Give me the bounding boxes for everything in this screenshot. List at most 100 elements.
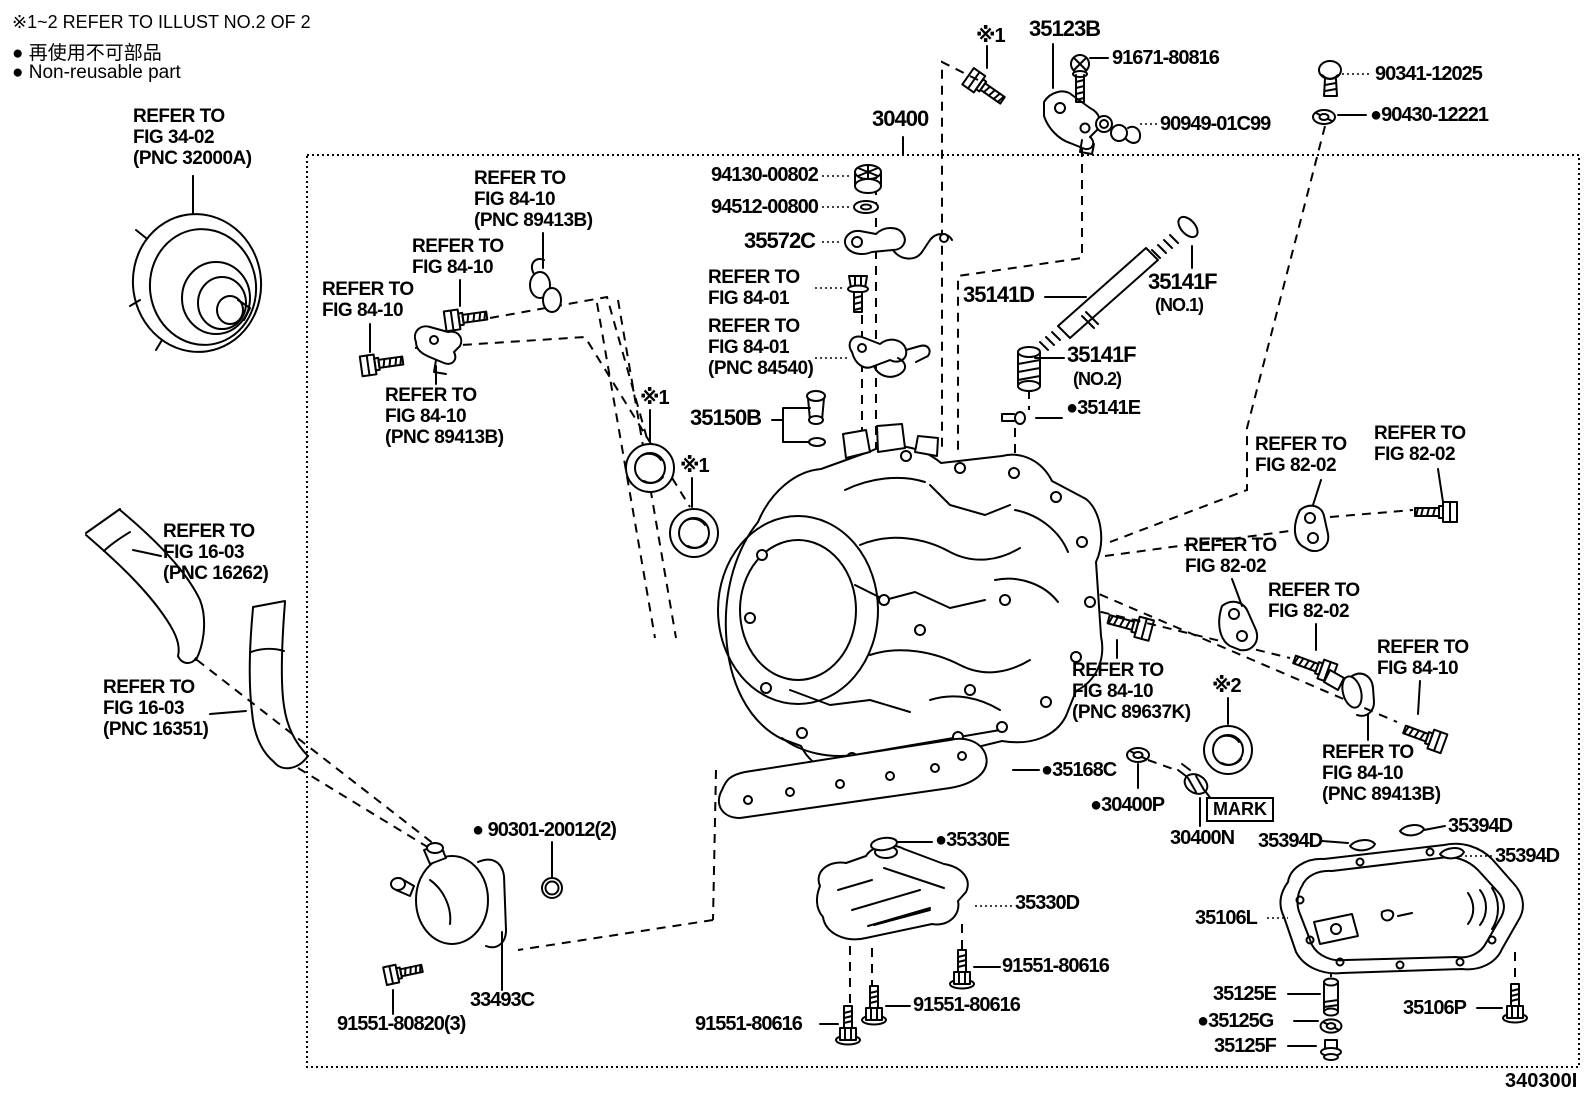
bolt-icon (358, 349, 406, 378)
oil-strainer-35330d (817, 839, 968, 939)
bolt-90341 (1319, 61, 1341, 96)
part-label-35572c: 35572C (744, 228, 816, 253)
part-label-90301200122: ● 90301-20012(2) (472, 819, 617, 841)
part-label-35394d: 35394D (1495, 845, 1560, 867)
part-label-no1: (NO.1) (1155, 295, 1204, 315)
part-label-35141f: 35141F (1067, 342, 1137, 367)
o-ring-90301 (542, 878, 562, 898)
part-label-35394d: 35394D (1448, 815, 1513, 837)
part-label-9094901c99: 90949-01C99 (1160, 113, 1271, 135)
oil-seal-icon (1203, 725, 1253, 775)
test-plug-30400p (1126, 747, 1211, 798)
washer-90430 (1312, 109, 1336, 125)
case-bolt-bosses (745, 451, 1095, 763)
part-label-35168c: ●35168C (1041, 759, 1117, 781)
bolt-icon (861, 985, 887, 1026)
bracket-35123b (1044, 91, 1100, 154)
bolt-icon (382, 958, 425, 986)
oil-seal-icon (669, 508, 719, 558)
part-label-no2: (NO.2) (1073, 369, 1122, 389)
dashed-leader-lines (197, 62, 1515, 1016)
transaxle-case (718, 424, 1102, 775)
part-label-1: ※1 (640, 387, 670, 409)
part-label-35106p: 35106P (1403, 997, 1467, 1019)
oil-pan-gasket (719, 739, 987, 818)
bracket-fig82 (1295, 506, 1328, 551)
part-label-33493c: 33493C (470, 989, 535, 1011)
bolt-icon (1414, 501, 1458, 523)
leader-lines (193, 44, 1502, 1046)
part-label-9167180816: 91671-80816 (1112, 47, 1220, 69)
part-label-35123b: 35123B (1029, 16, 1101, 41)
sensor-bracket (415, 326, 461, 374)
part-label-35141d: 35141D (963, 282, 1035, 307)
part-label-1: ※1 (680, 455, 710, 477)
part-label-35330e: ●35330E (935, 829, 1010, 851)
breather-plug-33493c (391, 843, 506, 947)
oil-pan-35106l (1281, 844, 1523, 974)
part-label-9451200800: 94512-00800 (711, 196, 819, 218)
catalog-code: 340300I (1505, 1070, 1578, 1092)
part-label-9413000802: 94130-00802 (711, 164, 819, 186)
illust-reference-note: ※1~2 REFER TO ILLUST NO.2 OF 2 (12, 12, 311, 32)
part-label-35125e: 35125E (1213, 983, 1277, 1005)
part-label-mark: MARK (1206, 797, 1274, 823)
part-label-30400p: ●30400P (1090, 794, 1165, 816)
part-label-9155180616: 91551-80616 (913, 994, 1021, 1016)
plug-35150b (772, 391, 825, 446)
part-label-35125f: 35125F (1214, 1035, 1277, 1057)
part-label-30400n: 30400N (1170, 827, 1235, 849)
bolt-icon (442, 304, 490, 333)
part-label-9155180616: 91551-80616 (1002, 955, 1110, 977)
part-label-35141f: 35141F (1148, 269, 1218, 294)
bolt-icon (949, 949, 975, 990)
lever-35572c (845, 228, 952, 259)
part-label-35330d: 35330D (1015, 892, 1080, 914)
part-label-35141e: ●35141E (1066, 397, 1141, 419)
bolt-fig84-01 (848, 276, 868, 312)
part-label-91551808203: 91551-80820(3) (337, 1013, 466, 1035)
sensor-fig84 (1324, 670, 1374, 716)
part-label-35150b: 35150B (690, 405, 762, 430)
part-label-35394d: 35394D (1258, 830, 1323, 852)
part-label-30400: 30400 (872, 106, 929, 131)
part-label-1: ※1 (976, 25, 1006, 47)
throttle-cable-35141 (1002, 213, 1201, 424)
shift-lever-84540 (850, 336, 930, 376)
part-label-2: ※2 (1212, 675, 1242, 697)
bolt-icon (835, 1005, 861, 1046)
part-label-9034112025: 90341-12025 (1375, 63, 1483, 85)
part-label-35106l: 35106L (1195, 907, 1258, 929)
speed-sensor (530, 259, 561, 312)
washer-94512 (854, 201, 878, 213)
non-reusable-note-en: ● Non-reusable part (12, 62, 181, 83)
part-label-35125g: ●35125G (1197, 1010, 1274, 1032)
part-label-9155180616: 91551-80616 (695, 1013, 803, 1035)
breather-plug-94130 (855, 165, 881, 193)
drain-plug-hardware (1319, 979, 1343, 1061)
clamp-90949 (1096, 116, 1140, 143)
torque-converter (124, 176, 270, 360)
bolt-icon (1502, 983, 1528, 1024)
non-reusable-note-jp: ● 再使用不可部品 (12, 43, 162, 64)
oil-seal-icon (625, 443, 675, 493)
bolt-icon (961, 67, 1010, 110)
oil-cooler-hoses (86, 509, 308, 768)
